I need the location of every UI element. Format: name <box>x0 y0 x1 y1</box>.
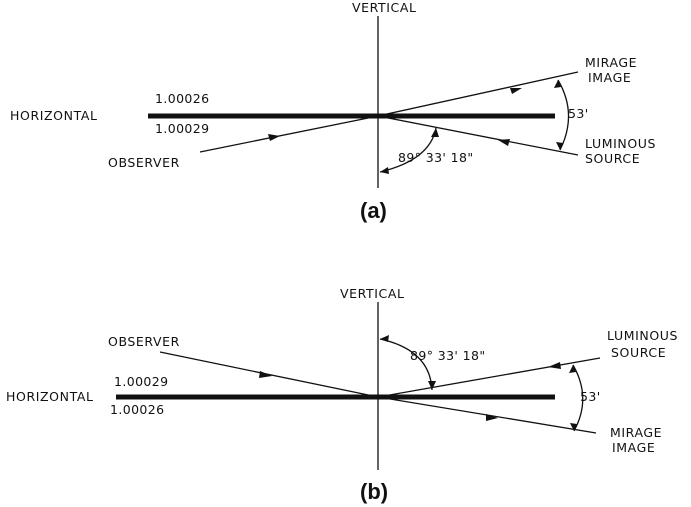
source-label-line2: SOURCE <box>611 345 666 360</box>
source-ray-arrow <box>498 139 510 146</box>
vertical-label: VERTICAL <box>352 0 417 15</box>
source-label-line2: SOURCE <box>585 151 640 166</box>
mirage-label-line2: IMAGE <box>612 440 655 455</box>
refractive-index-upper: 1.00026 <box>155 91 210 106</box>
source-ray-arrow <box>548 362 561 369</box>
incidence-angle-arc <box>379 338 433 391</box>
source-label-line1: LUMINOUS <box>607 328 678 343</box>
source-ray <box>377 115 579 156</box>
deviation-angle-label: 53' <box>568 106 589 121</box>
refractive-index-lower: 1.00029 <box>155 121 210 136</box>
mirage-ray <box>377 71 579 117</box>
mirage-label-line2: IMAGE <box>588 70 631 85</box>
mirage-label-line1: MIRAGE <box>610 425 662 440</box>
observer-label: OBSERVER <box>108 334 180 349</box>
observer-ray-arrow <box>268 134 280 141</box>
incidence-angle-label: 89° 33' 18" <box>410 348 486 363</box>
mirage-ray-arrow <box>486 414 498 421</box>
observer-ray <box>199 115 379 153</box>
deviation-angle-arc <box>572 364 584 432</box>
observer-ray <box>159 351 379 398</box>
observer-label: OBSERVER <box>108 155 180 170</box>
vertical-label: VERTICAL <box>340 286 405 301</box>
mirage-ray-arrow <box>510 88 522 94</box>
deviation-angle-label: 53' <box>580 389 601 404</box>
observer-ray-arrow <box>259 371 272 378</box>
source-label-line1: LUMINOUS <box>585 136 656 151</box>
horizontal-label: HORIZONTAL <box>6 389 94 404</box>
mirage-label-line1: MIRAGE <box>585 55 637 70</box>
panel-caption: (b) <box>360 479 388 504</box>
source-ray <box>377 357 601 398</box>
panel-caption: (a) <box>360 198 387 223</box>
panel-a: VERTICAL HORIZONTAL 1.00026 1.00029 OBSE… <box>10 0 656 223</box>
horizontal-label: HORIZONTAL <box>10 108 98 123</box>
refractive-index-upper: 1.00029 <box>114 374 169 389</box>
refractive-index-lower: 1.00026 <box>110 402 165 417</box>
incidence-angle-label: 89° 33' 18" <box>398 150 474 165</box>
panel-b: VERTICAL HORIZONTAL 1.00029 1.00026 OBSE… <box>6 286 678 504</box>
deviation-angle-arc <box>557 79 570 151</box>
